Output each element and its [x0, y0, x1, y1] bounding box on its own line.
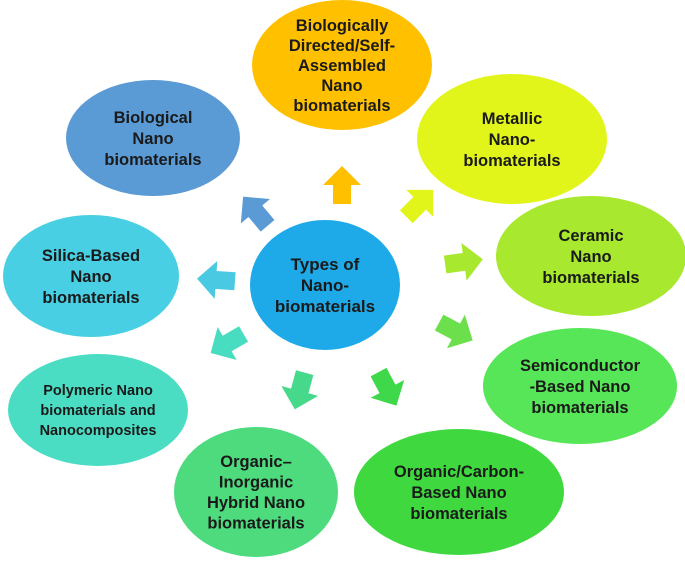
- biologically-directed-label-line: biomaterials: [293, 97, 390, 115]
- center-label-line: Nano-: [301, 276, 349, 295]
- biological-ellipse: [66, 80, 240, 196]
- organic-carbon-label: Organic/Carbon- Based Nano biomaterials: [394, 463, 524, 523]
- silica-label-line: biomaterials: [42, 289, 139, 307]
- biological-label-line: biomaterials: [104, 151, 201, 169]
- biological-label-line: Nano: [132, 130, 173, 148]
- ceramic-label-line: Ceramic: [558, 227, 623, 245]
- arrow-to-ceramic: [443, 243, 483, 281]
- biologically-directed-label-line: Assembled: [298, 57, 386, 75]
- biologically-directed-label-line: Biologically: [296, 17, 389, 35]
- arrow-to-biologically-directed: [323, 166, 361, 204]
- biological-label-line: Biological: [114, 109, 193, 127]
- arrow-to-organic-carbon: [370, 367, 405, 406]
- polymeric-label-line: Polymeric Nano: [43, 383, 153, 399]
- biologically-directed-ellipse: [252, 0, 432, 130]
- silica-ellipse: [3, 215, 179, 337]
- metallic-ellipse: [417, 74, 607, 204]
- center-ellipse: [250, 220, 400, 350]
- organic-inorganic-label-line: biomaterials: [207, 515, 304, 533]
- organic-inorganic-label-line: Organic–: [220, 453, 292, 471]
- silica-label-line: Nano: [70, 268, 111, 286]
- node-organic-carbon: Organic/Carbon- Based Nano biomaterials: [354, 429, 564, 555]
- metallic-label-line: biomaterials: [463, 152, 560, 170]
- semiconductor-label-line: -Based Nano: [530, 378, 631, 396]
- arrow-to-semiconductor: [434, 314, 473, 349]
- arrow-to-biological: [240, 196, 275, 232]
- arrow-to-metallic: [399, 189, 434, 224]
- polymeric-label-line: Nanocomposites: [40, 423, 157, 439]
- metallic-label-line: Nano-: [489, 131, 536, 149]
- ceramic-label-line: Nano: [570, 248, 611, 266]
- polymeric-label-line: biomaterials and: [40, 403, 155, 419]
- polymeric-ellipse: [8, 354, 188, 466]
- center-label: Types of Nano-biomaterials: [275, 255, 375, 316]
- organic-inorganic-label-line: Hybrid Nano: [207, 494, 305, 512]
- center-label-line: Types of: [291, 255, 360, 274]
- semiconductor-label-line: biomaterials: [531, 399, 628, 417]
- arrow-to-polymeric: [210, 326, 249, 360]
- organic-inorganic-label-line: Inorganic: [219, 474, 293, 492]
- ceramic-ellipse: [496, 196, 685, 316]
- organic-carbon-label-line: Based Nano: [411, 484, 506, 502]
- biologically-directed-label-line: Directed/Self-: [289, 37, 395, 55]
- center-label-line: biomaterials: [275, 297, 375, 316]
- biologically-directed-label-line: Nano: [321, 77, 362, 95]
- metallic-label-line: Metallic: [482, 110, 543, 128]
- semiconductor-label-line: Semiconductor: [520, 357, 641, 375]
- organic-carbon-label-line: biomaterials: [410, 505, 507, 523]
- arrow-to-silica: [197, 260, 236, 299]
- node-center: Types of Nano-biomaterials: [250, 220, 400, 350]
- silica-label-line: Silica-Based: [42, 247, 140, 265]
- semiconductor-ellipse: [483, 328, 677, 444]
- organic-inorganic-ellipse: [174, 427, 338, 557]
- organic-carbon-label-line: Organic/Carbon-: [394, 463, 524, 481]
- node-semiconductor: Semiconductor -Based Nano biomaterials: [483, 328, 677, 444]
- semiconductor-label: Semiconductor -Based Nano biomaterials: [520, 357, 641, 417]
- ceramic-label-line: biomaterials: [542, 269, 639, 287]
- arrow-to-organic-inorganic: [281, 370, 319, 410]
- organic-carbon-ellipse: [354, 429, 564, 555]
